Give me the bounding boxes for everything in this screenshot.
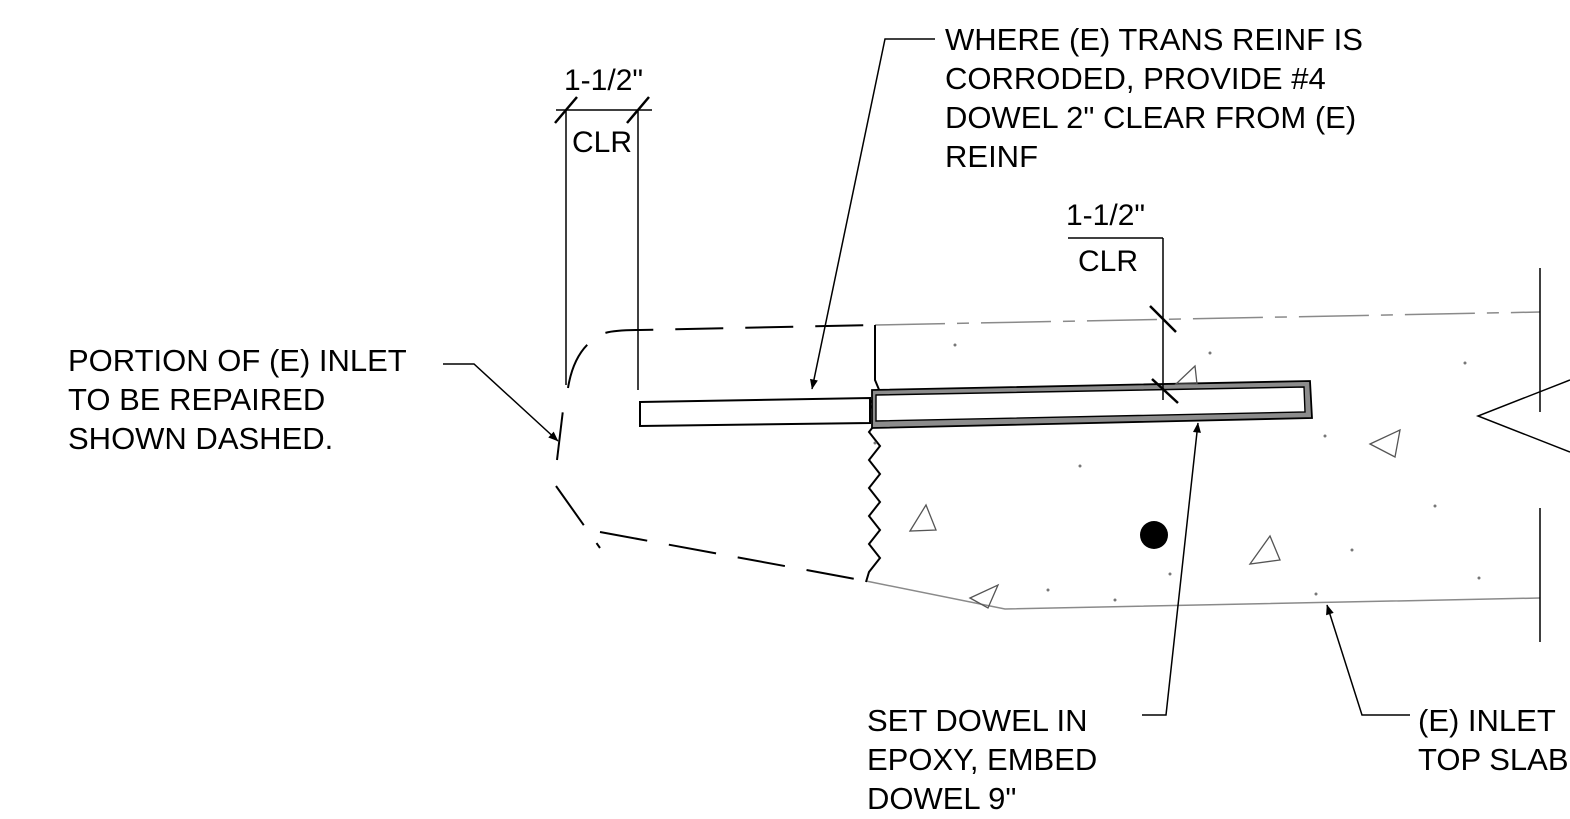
leader-lines [443,38,1570,716]
note-line: TOP SLAB [1418,742,1569,777]
break-line [865,325,882,583]
top-clear-dimension [1068,237,1179,404]
top-clear-value: 1-1/2" [1066,199,1145,232]
note-line: TO BE REPAIRED [68,382,325,417]
note-line: (E) INLET [1418,703,1556,738]
top-clear-label: CLR [1078,245,1138,278]
new-dowel [639,380,1313,429]
aggregate-symbols [873,343,1481,609]
note-line: REINF [945,139,1038,174]
note-inlet-top-slab: (E) INLET TOP SLAB [1418,703,1569,777]
left-clear-label: CLR [572,126,632,159]
note-line: DOWEL 9" [867,781,1016,816]
note-line: SHOWN DASHED. [68,421,333,456]
existing-rebar-dot [1140,521,1168,549]
note-line: PORTION OF (E) INLET [68,343,407,378]
left-clear-dimension [554,96,652,390]
left-clear-value: 1-1/2" [564,64,643,97]
repair-portion-outline [555,324,876,582]
note-portion-of-inlet: PORTION OF (E) INLET TO BE REPAIRED SHOW… [68,343,407,456]
note-line: SET DOWEL IN [867,703,1087,738]
note-set-dowel: SET DOWEL IN EPOXY, EMBED DOWEL 9" [867,703,1097,816]
note-where-trans-reinf: WHERE (E) TRANS REINF IS CORRODED, PROVI… [945,22,1363,174]
existing-slab-outline [865,268,1541,642]
note-line: WHERE (E) TRANS REINF IS [945,22,1363,57]
note-line: DOWEL 2" CLEAR FROM (E) [945,100,1356,135]
note-line: CORRODED, PROVIDE #4 [945,61,1326,96]
note-line: EPOXY, EMBED [867,742,1097,777]
